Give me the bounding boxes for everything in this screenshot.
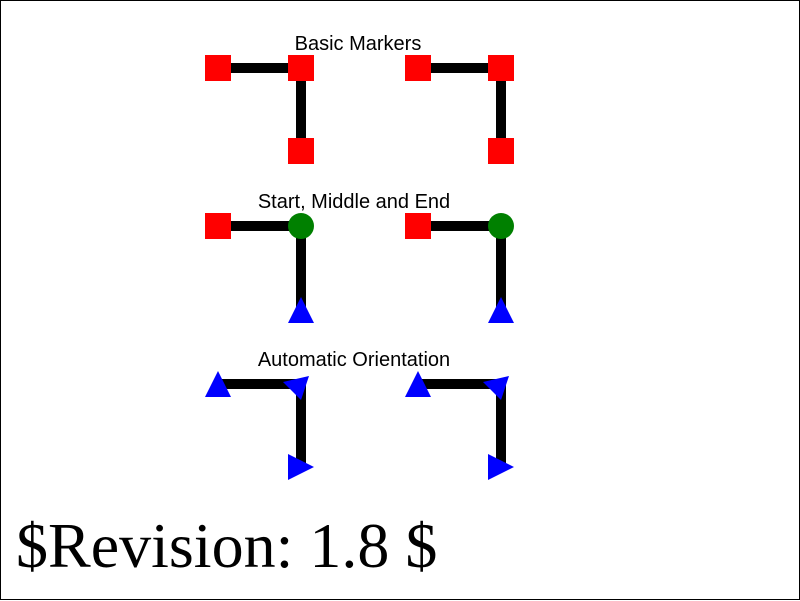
start-square-marker bbox=[405, 213, 431, 239]
middle-circle-marker bbox=[488, 213, 514, 239]
square-marker bbox=[488, 138, 514, 164]
automatic-orientation-caption: Automatic Orientation bbox=[258, 349, 450, 371]
start-oriented-triangle-marker bbox=[405, 371, 431, 397]
start-square-marker bbox=[205, 213, 231, 239]
basic-markers-caption: Basic Markers bbox=[295, 33, 422, 55]
basic-markers-path-right bbox=[405, 55, 514, 164]
middle-circle-marker bbox=[288, 213, 314, 239]
start-oriented-triangle-marker bbox=[205, 371, 231, 397]
end-triangle-marker bbox=[488, 297, 514, 323]
start-middle-end-caption: Start, Middle and End bbox=[258, 191, 450, 213]
start-middle-end-path-left bbox=[205, 213, 314, 323]
square-marker bbox=[488, 55, 514, 81]
start-middle-end-path-right bbox=[405, 213, 514, 323]
end-triangle-marker bbox=[288, 297, 314, 323]
basic-markers-path-left bbox=[205, 55, 314, 164]
square-marker bbox=[288, 138, 314, 164]
automatic-orientation-path-left bbox=[205, 371, 314, 480]
square-marker bbox=[288, 55, 314, 81]
revision-label: $Revision: 1.8 $ bbox=[16, 510, 437, 581]
automatic-orientation-path-right bbox=[405, 371, 514, 480]
middle-oriented-triangle-marker bbox=[483, 376, 509, 400]
end-oriented-triangle-marker bbox=[488, 454, 514, 480]
middle-oriented-triangle-marker bbox=[283, 376, 309, 400]
end-oriented-triangle-marker bbox=[288, 454, 314, 480]
square-marker bbox=[405, 55, 431, 81]
square-marker bbox=[205, 55, 231, 81]
